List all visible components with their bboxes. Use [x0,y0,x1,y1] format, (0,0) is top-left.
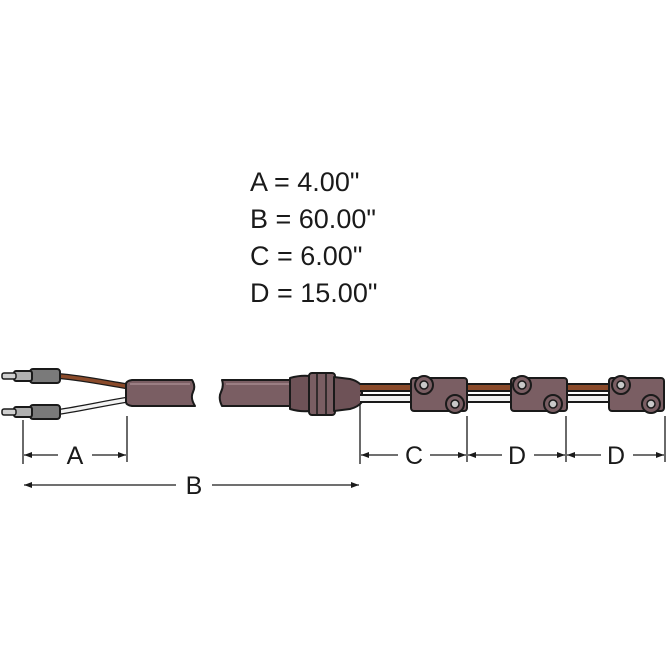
lead-wires [1,368,139,420]
dimension-c: C [361,442,466,470]
dimension-c-label: C [405,442,423,470]
spec-a: A = 4.00" [250,167,359,197]
cable-jacket-right [218,379,301,407]
spec-d: D = 15.00" [250,278,377,308]
dimension-d2-label: D [607,442,625,470]
dimension-a: A [24,442,126,470]
spec-b: B = 60.00" [250,204,376,234]
spec-c: C = 6.00" [250,241,362,271]
dimension-d-1: D [468,442,565,470]
dimension-a-label: A [67,442,84,470]
dimension-d-2: D [567,442,664,470]
extension-lines [22,404,666,464]
upper-terminal [1,368,61,384]
spec-list: A = 4.00" B = 60.00" C = 6.00" D = 15.00… [250,167,377,308]
mounting-clip-1 [410,375,468,414]
cable-jacket-left [125,379,196,407]
mounting-clip-3 [608,375,665,414]
mounting-clip-2 [510,375,568,414]
dimension-b: B [24,472,359,500]
lower-terminal [1,404,61,420]
dimension-d1-label: D [508,442,526,470]
transition-fitting [289,372,363,416]
dimension-b-label: B [186,472,203,500]
